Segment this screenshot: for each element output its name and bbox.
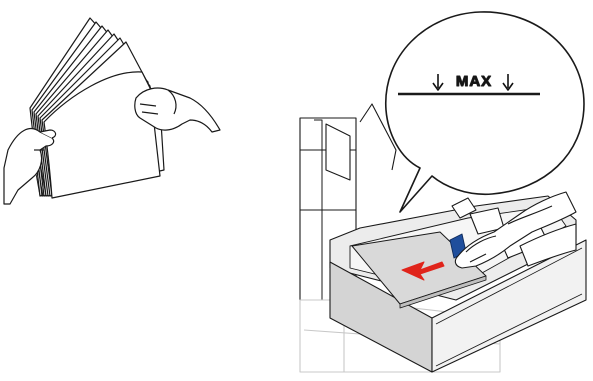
max-fill-callout: MAX	[385, 11, 585, 213]
tray-hand	[454, 191, 577, 269]
paper-fanning-illustration	[3, 17, 221, 205]
left-hand	[3, 128, 57, 205]
fanned-paper-stack	[29, 17, 165, 199]
printer-tray-illustration: MAX	[299, 11, 587, 373]
right-hand	[134, 87, 221, 133]
down-arrow-icon	[502, 74, 514, 91]
max-label: MAX	[456, 73, 492, 90]
slide-direction-arrow	[401, 261, 445, 281]
down-arrow-icon	[432, 74, 444, 91]
